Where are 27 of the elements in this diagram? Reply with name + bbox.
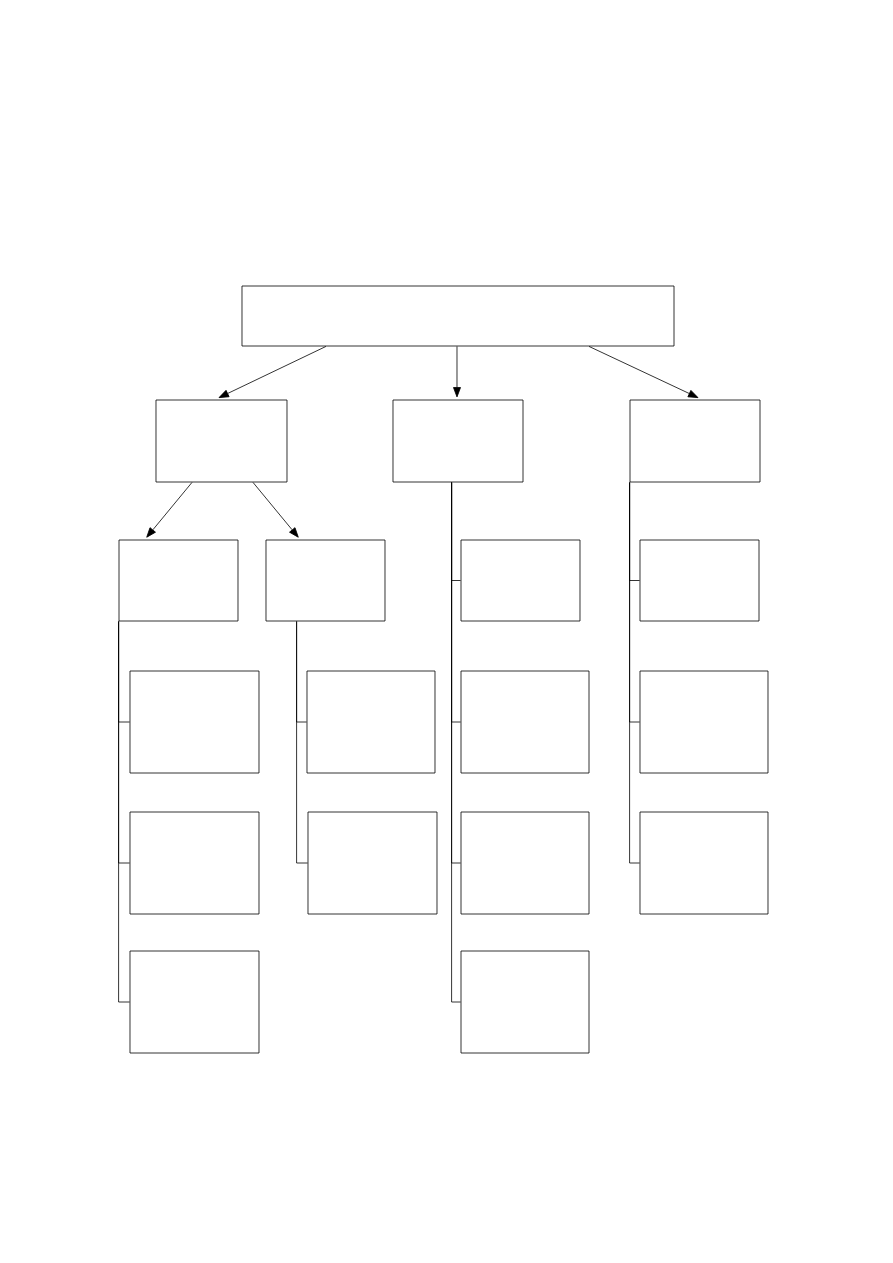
box (460, 811, 590, 915)
box (460, 539, 581, 622)
box (639, 539, 760, 622)
box (460, 670, 590, 774)
box (129, 670, 260, 774)
box (265, 539, 386, 622)
box (241, 285, 675, 347)
box (392, 399, 524, 483)
box (460, 950, 590, 1054)
box (129, 950, 260, 1054)
box (306, 670, 436, 774)
box (639, 670, 769, 774)
connector-line (629, 482, 640, 864)
box (639, 811, 769, 915)
connector-line (118, 621, 130, 1003)
arrow (218, 346, 327, 398)
arrow (588, 346, 699, 398)
arrow (453, 346, 461, 398)
box (155, 399, 288, 483)
arrow (252, 482, 299, 538)
connector-line (296, 621, 308, 864)
box (129, 811, 260, 915)
box (307, 811, 438, 915)
box (118, 539, 239, 622)
arrow (146, 482, 193, 538)
box (629, 399, 761, 483)
connector-line (451, 482, 461, 1003)
